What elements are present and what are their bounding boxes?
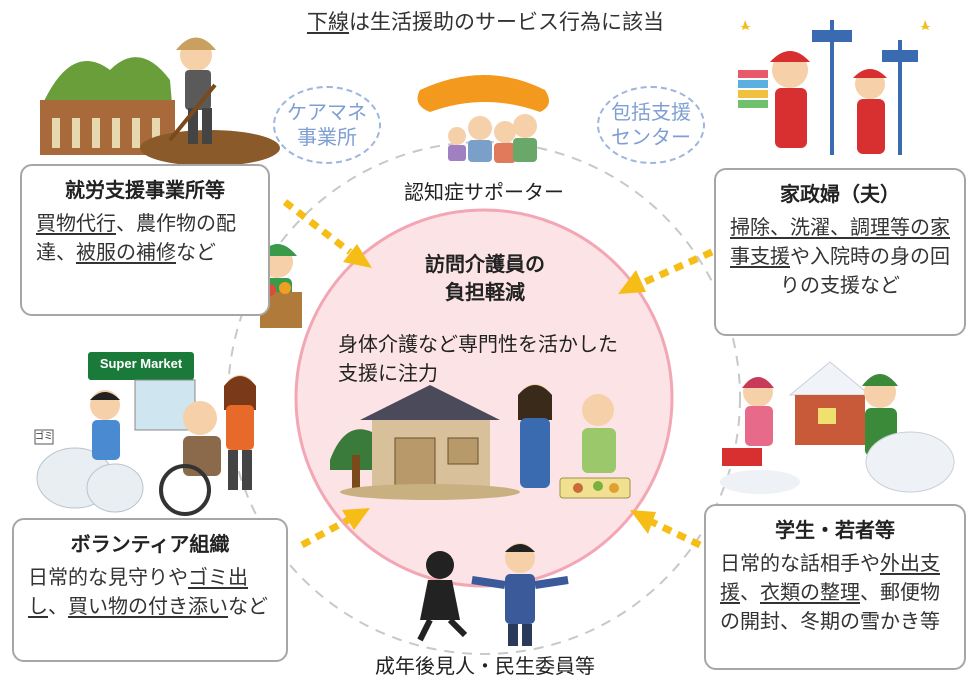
employment-card-body: 買物代行、農作物の配達、被服の補修など <box>36 209 254 267</box>
students-card-title: 学生・若者等 <box>775 518 895 542</box>
outing-support-text-b: 支援 <box>720 551 940 604</box>
guardian-label: 成年後見人・民生委員等 <box>375 654 595 678</box>
employment-text-5: など <box>176 240 216 264</box>
clothing-repair-text: 被服の補修 <box>76 240 176 264</box>
students-text-4: 、 <box>740 580 760 604</box>
care-manager-line2: 事業所 <box>297 125 357 149</box>
guardian-illustration <box>417 543 569 646</box>
snow-illustration <box>720 361 955 494</box>
housework-support-text: の家事支援 <box>730 215 950 268</box>
students-text-6: 、郵便物の開封、冬期の雪かき等 <box>720 580 940 633</box>
students-card-body: 日常的な話相手や外出支援、衣類の整理、郵便物の開封、冬期の雪かき等 <box>720 549 950 636</box>
support-center-line1: 包括支援 <box>611 100 691 124</box>
garbage-sign: ゴミ <box>35 432 54 442</box>
housekeeper-card: 家政婦（夫） 掃除、洗濯、調理等の家事支援や入院時の身の回りの支援など <box>714 168 966 336</box>
garbage-text-a: ゴミ <box>188 565 228 589</box>
volunteer-text-7: など <box>228 594 268 618</box>
volunteer-text-4: 、 <box>48 594 68 618</box>
arrow-bottom-left <box>300 508 370 549</box>
students-text-1: 日常的な話相手や <box>720 551 880 575</box>
clothes-organize-text: 衣類の整理 <box>760 580 860 604</box>
header-underlined-word: 下線 <box>307 10 349 34</box>
housekeeper-card-title: 家政婦（夫） <box>780 182 900 206</box>
arrow-top-right <box>618 248 714 294</box>
supporter-illustration <box>417 75 549 163</box>
volunteer-card-body: 日常的な見守りやゴミ出し、買い物の付き添いなど <box>28 563 272 621</box>
home-care-illustration <box>330 384 631 500</box>
care-manager-bubble: ケアマネ 事業所 <box>273 86 381 164</box>
center-title-line2: 負担軽減 <box>445 280 525 304</box>
housekeeper-text-3: や入院時 <box>790 244 870 268</box>
supermarket-illustration <box>34 352 256 516</box>
support-center-line2: センター <box>611 125 691 149</box>
employment-text-3: 配達、 <box>36 211 236 264</box>
employment-card-title: 就労支援事業所等 <box>65 178 225 202</box>
farmer-illustration <box>40 37 280 166</box>
housekeeper-text-4: の身の回りの支援など <box>780 244 950 297</box>
students-card: 学生・若者等 日常的な話相手や外出支援、衣類の整理、郵便物の開封、冬期の雪かき等 <box>704 504 966 670</box>
employment-text-2: 、農作物の <box>116 211 216 235</box>
arrow-bottom-right <box>630 510 702 549</box>
shopping-proxy-text: 買物代行 <box>36 211 116 235</box>
employment-card: 就労支援事業所等 買物代行、農作物の配達、被服の補修など <box>20 164 270 316</box>
arrow-top-left <box>282 199 372 268</box>
housekeeper-illustration <box>738 20 931 155</box>
supermarket-sign: Super Market <box>99 356 183 371</box>
center-title: 訪問介護員の 負担軽減 <box>390 250 580 306</box>
cleaning-text: 掃除、洗濯、調理等 <box>730 215 910 239</box>
housekeeper-card-body: 掃除、洗濯、調理等の家事支援や入院時の身の回りの支援など <box>730 213 950 300</box>
dementia-supporter-label: 認知症サポーター <box>404 180 564 204</box>
volunteer-text-1: 日常的な見守りや <box>28 565 188 589</box>
header-note: 下線は生活援助のサービス行為に該当 <box>0 6 971 36</box>
support-center-bubble: 包括支援 センター <box>597 86 705 164</box>
shopping-escort-text: 買い物の付き添 <box>68 594 208 618</box>
orbit-ring <box>227 141 741 655</box>
center-body: 身体介護など専門性を活かした支援に注力 <box>338 332 618 385</box>
outing-support-text-a: 外出 <box>880 551 920 575</box>
header-rest: は生活援助のサービス行為に該当 <box>349 10 664 34</box>
center-title-line1: 訪問介護員の <box>425 252 545 276</box>
shopping-escort-text-end: い <box>208 594 228 618</box>
garbage-text-b: 出し <box>28 565 248 618</box>
volunteer-card: ボランティア組織 日常的な見守りやゴミ出し、買い物の付き添いなど <box>12 518 288 662</box>
care-manager-line1: ケアマネ <box>287 100 367 124</box>
volunteer-card-title: ボランティア組織 <box>70 532 230 556</box>
